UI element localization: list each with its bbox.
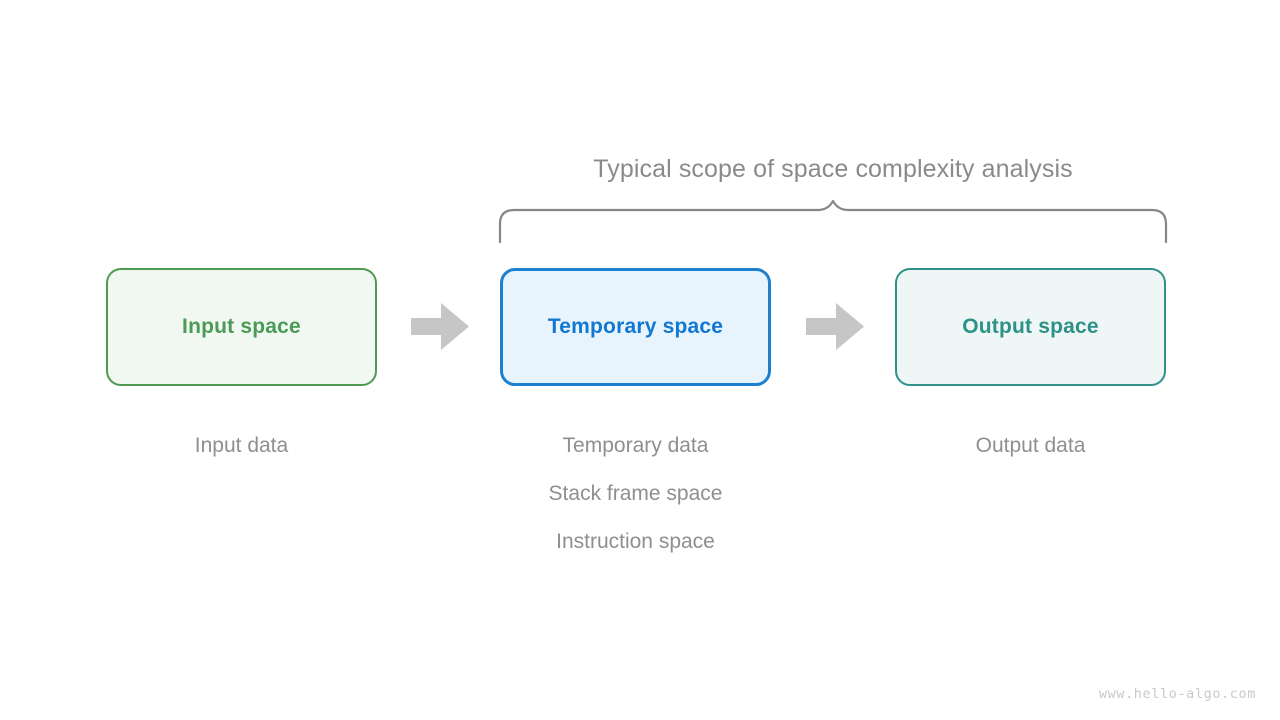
caption-output-data: Output data bbox=[975, 434, 1086, 457]
temporary-space-label: Temporary space bbox=[547, 315, 724, 338]
caption-stack-frame-space: Stack frame space bbox=[548, 482, 723, 505]
caption-instruction-space: Instruction space bbox=[556, 530, 715, 553]
input-captions: Input data bbox=[106, 422, 377, 470]
scope-title: Typical scope of space complexity analys… bbox=[593, 155, 1073, 183]
caption-input-data: Input data bbox=[194, 434, 289, 457]
right-arrow-icon-input-to-temporary bbox=[411, 303, 469, 350]
scope-brace-icon bbox=[498, 199, 1168, 244]
output-captions: Output data bbox=[895, 422, 1166, 470]
output-space-box[interactable]: Output space bbox=[895, 268, 1166, 386]
caption-temporary-data: Temporary data bbox=[562, 434, 709, 457]
output-space-label: Output space bbox=[962, 315, 1099, 338]
temporary-space-box[interactable]: Temporary space bbox=[500, 268, 771, 386]
input-space-label: Input space bbox=[182, 315, 301, 338]
watermark: www.hello-algo.com bbox=[1098, 686, 1256, 702]
input-space-box[interactable]: Input space bbox=[106, 268, 377, 386]
temporary-captions: Temporary data Stack frame space Instruc… bbox=[500, 422, 771, 566]
right-arrow-icon-temporary-to-output bbox=[806, 303, 864, 350]
